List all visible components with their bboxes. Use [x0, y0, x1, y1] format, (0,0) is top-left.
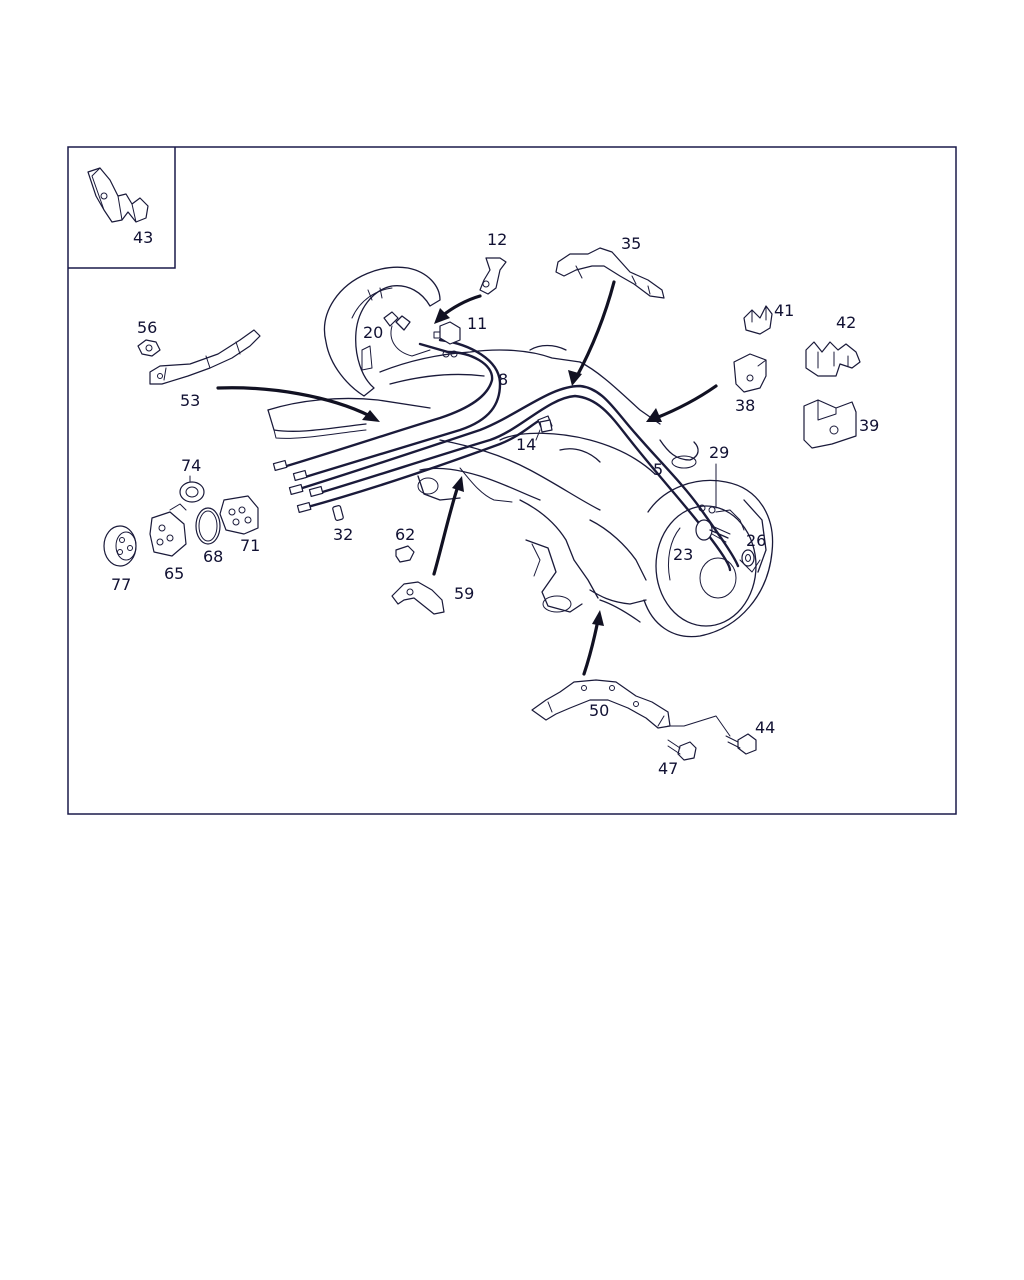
leader-44-47 [667, 715, 731, 737]
part-68-oring [195, 507, 221, 545]
callout-39: 39 [859, 416, 879, 435]
part-74-grommet [179, 475, 205, 503]
callout-12: 12 [487, 230, 507, 249]
part-59-bracket [391, 581, 445, 615]
pointer-arrows [216, 280, 718, 676]
part-14-valve [539, 419, 553, 433]
part-56-nut [137, 339, 161, 357]
part-38-bracket [733, 353, 767, 393]
callout-56: 56 [137, 318, 157, 337]
callout-43: 43 [133, 228, 153, 247]
part-12-bracket [479, 257, 507, 295]
part-71-plug [219, 495, 259, 535]
part-11-bolt [433, 321, 461, 345]
callout-77: 77 [111, 575, 131, 594]
part-41-clip [743, 305, 773, 335]
callout-41: 41 [774, 301, 794, 320]
part-42-clip [805, 341, 861, 377]
part-23-bolt [695, 519, 731, 543]
callout-8: 8 [498, 370, 508, 389]
callout-29: 29 [709, 443, 729, 462]
callout-68: 68 [203, 547, 223, 566]
callout-74: 74 [181, 456, 201, 475]
part-53-bracket [149, 329, 261, 385]
callout-44: 44 [755, 718, 775, 737]
callout-20: 20 [363, 323, 383, 342]
callout-11: 11 [467, 314, 487, 333]
callout-5: 5 [653, 460, 663, 479]
inset-frame [68, 147, 176, 269]
part-20-hose [383, 311, 399, 327]
callout-23: 23 [673, 545, 693, 564]
callout-47: 47 [658, 759, 678, 778]
callout-32: 32 [333, 525, 353, 544]
part-26-washer [741, 549, 755, 567]
part-77-cap [103, 525, 137, 567]
part-44-bolt [725, 733, 757, 755]
callout-42: 42 [836, 313, 856, 332]
part-43-clip [87, 167, 149, 223]
callout-62: 62 [395, 525, 415, 544]
callout-71: 71 [240, 536, 260, 555]
part-35-strip [555, 247, 665, 299]
callout-50: 50 [589, 701, 609, 720]
callout-35: 35 [621, 234, 641, 253]
axle-assembly [267, 266, 774, 638]
callout-26: 26 [746, 531, 766, 550]
callout-38: 38 [735, 396, 755, 415]
part-65-connector [149, 503, 187, 557]
part-32-sleeve [332, 505, 344, 521]
part-39-clamp [803, 399, 857, 449]
callout-53: 53 [180, 391, 200, 410]
callout-59: 59 [454, 584, 474, 603]
callout-65: 65 [164, 564, 184, 583]
callout-14: 14 [516, 435, 536, 454]
brake-lines [272, 315, 745, 572]
part-62-clip [395, 545, 415, 563]
part-47-bolt [667, 739, 697, 761]
callout-labels: 43 12 35 11 20 8 41 42 38 39 56 53 14 5 … [111, 228, 879, 778]
diagram-frame [67, 146, 957, 815]
